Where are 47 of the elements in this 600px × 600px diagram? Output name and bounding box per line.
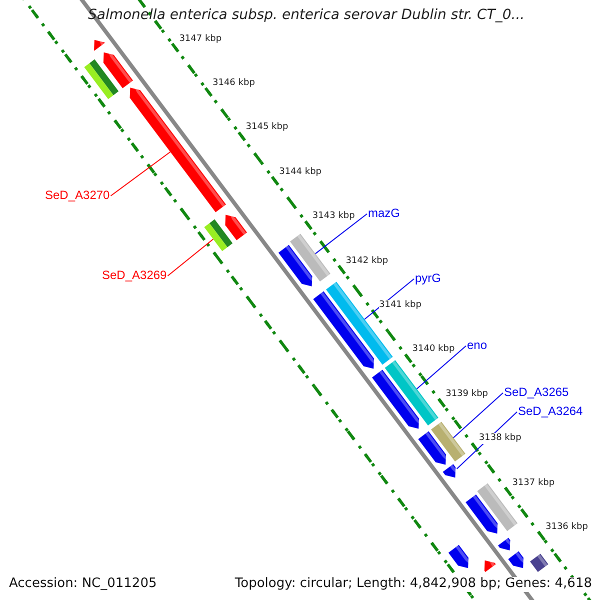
leader-line bbox=[416, 345, 466, 390]
gene-block bbox=[384, 360, 438, 426]
leader-line bbox=[167, 238, 214, 276]
gene-segment bbox=[498, 538, 513, 550]
leader-line bbox=[110, 151, 171, 196]
gene-segment bbox=[466, 494, 500, 534]
gene-segment bbox=[508, 551, 526, 568]
gene-segment bbox=[313, 291, 377, 369]
gene-segment bbox=[103, 50, 133, 88]
gene-block bbox=[84, 59, 119, 100]
gene-segment bbox=[418, 431, 449, 465]
gene-label: pyrG bbox=[415, 272, 442, 286]
leader-line bbox=[452, 392, 504, 438]
scale-label: 3136 kbp bbox=[546, 522, 588, 532]
scale-label: 3145 kbp bbox=[246, 122, 288, 133]
gene-segment bbox=[442, 464, 458, 478]
gene-label: SeD_A3265 bbox=[504, 386, 569, 400]
scale-label: 3141 kbp bbox=[379, 300, 422, 310]
gene-block bbox=[204, 219, 233, 252]
scale-label: 3139 kbp bbox=[446, 388, 488, 400]
gene-segment bbox=[278, 244, 315, 286]
gene-block bbox=[290, 234, 330, 282]
gene-label: SeD_A3270 bbox=[45, 189, 110, 203]
scale-label: 3137 kbp bbox=[512, 478, 555, 488]
scale-label: 3144 kbp bbox=[279, 166, 322, 178]
genome-stats-text: Topology: circular; Length: 4,842,908 bp; Genes: 4,618 bbox=[234, 577, 592, 592]
gene-segment bbox=[372, 370, 422, 429]
scale-label: 3140 kbp bbox=[412, 344, 455, 355]
gene-block bbox=[530, 554, 548, 572]
gene-label: mazG bbox=[368, 207, 400, 221]
scale-label: 3138 kbp bbox=[478, 433, 522, 444]
gene-label: eno bbox=[467, 339, 488, 353]
gene-segment bbox=[225, 212, 247, 240]
scale-label: 3146 kbp bbox=[212, 78, 255, 88]
accession-text: Accession: NC_011205 bbox=[9, 577, 157, 592]
gene-segment bbox=[484, 558, 496, 572]
gene-segment bbox=[448, 544, 472, 568]
gene-segment bbox=[130, 85, 226, 212]
gene-block bbox=[431, 422, 466, 462]
scale-label: 3142 kbp bbox=[346, 256, 388, 266]
scale-label: 3147 kbp bbox=[179, 34, 222, 44]
map-title: Salmonella enterica subsp. enterica serovar Dublin str. CT_0... bbox=[88, 7, 525, 24]
leader-line bbox=[314, 213, 368, 254]
gene-segment bbox=[94, 38, 105, 51]
gene-label: SeD_A3269 bbox=[102, 269, 167, 283]
gene-label: SeD_A3264 bbox=[518, 405, 583, 419]
scale-label: 3143 kbp bbox=[312, 211, 355, 222]
